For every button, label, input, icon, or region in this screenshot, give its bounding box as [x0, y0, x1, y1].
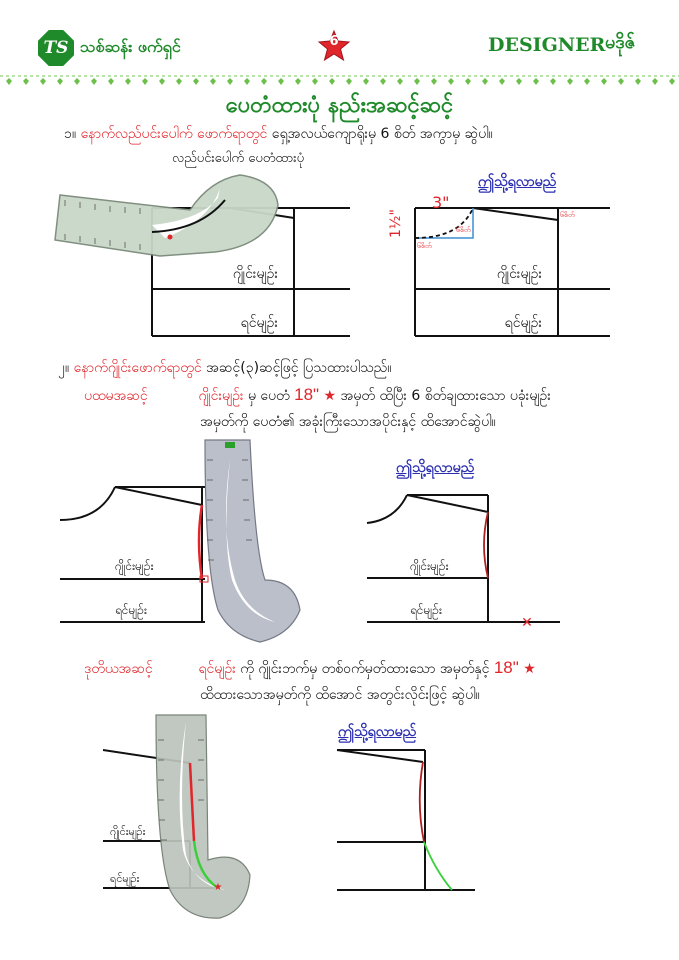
curved-ruler-icon: [204, 439, 301, 643]
chest-line-label: ဂျိုင်းမျဉ်း: [410, 558, 449, 576]
step2-highlight: နောက်ဂျိုင်းဖောက်ရာတွင်: [73, 360, 202, 376]
measure-depth-label: 1½": [388, 209, 404, 238]
step3-ruler-diagram: ★ ဂျိုင်းမျဉ်း ရင်မျဉ်း: [102, 714, 251, 919]
waist-line-label: ရင်မျဉ်း: [410, 602, 442, 620]
brand-name: DESIGNER: [488, 34, 606, 56]
chest-line-label: ဂျိုင်းမျဉ်း: [110, 825, 146, 840]
step1-ruler-diagram: ဂျိုင်းမျဉ်း ရင်မျဉ်း: [54, 174, 350, 337]
decorative-vine-border: [0, 75, 679, 85]
step3-result-caption: ဤသို့ရလာမည်: [338, 724, 417, 740]
step1-number: ၁။: [64, 126, 77, 142]
phase1-highlight: ဂျိုင်းမျဉ်း: [198, 388, 244, 404]
step3-phase2: ဒုတိယအဆင့် ရင်မျဉ်း ကို ဂျိုင်းဘက်မှ တစ်…: [84, 658, 536, 680]
phase1-text-b: အမှတ် ထိပြီး 6 စိတ်ချထားသော ပခုံးမျဉ်း: [340, 388, 551, 404]
step2-result-caption: ဤသို့ရလာမည်: [396, 460, 475, 476]
curved-ruler-icon: [155, 714, 251, 919]
waist-line-label: ရင်မျဉ်း: [505, 315, 543, 333]
waist-line-label: ရင်မျဉ်း: [115, 602, 147, 620]
phase2-highlight: ရင်မျဉ်း: [198, 661, 236, 677]
phase1-text-a: မှ ပေတံ: [247, 388, 290, 404]
step2-phase1: ပထမအဆင့် ဂျိုင်းမျဉ်း မှ ပေတံ 18" ★ အမှတ…: [84, 385, 551, 407]
logo-badge: TS: [38, 30, 74, 66]
step2-ruler-diagram: ဂျိုင်းမျဉ်း ရင်မျဉ်း: [59, 439, 301, 643]
step2-number: ၂။: [58, 360, 70, 376]
step1-result-diagram: 3" 1½" ၆စိတ် ၆စိတ် ၆စိတ် ဂျိုင်းမျဉ်း ရင…: [388, 193, 610, 337]
phase1-label: ပထမအဆင့်: [84, 388, 148, 404]
page-number-star-icon: [317, 29, 351, 62]
step3-result-diagram: [336, 749, 475, 891]
star-icon: ★: [523, 661, 536, 677]
phase2-label: ဒုတိယအဆင့်: [84, 661, 153, 677]
chest-line-label: ဂျိုင်းမျဉ်း: [497, 266, 543, 284]
step2-result-diagram: ✕ ဂျိုင်းမျဉ်း ရင်မျဉ်း: [366, 494, 560, 631]
step1-result-caption: ဤသို့ရလာမည်: [478, 174, 557, 190]
mark-small: ၆စိတ်: [417, 242, 432, 250]
waist-line-label: ရင်မျဉ်း: [110, 872, 140, 887]
chest-line-label: ဂျိုင်းမျဉ်း: [233, 266, 279, 284]
page-title: ပေတံထားပုံ နည်းအဆင့်ဆင့်: [225, 93, 454, 118]
step1-text: ရှေ့အလယ်ကျောရိုးမှ 6 စိတ် အကွာမှ ဆွဲပါ။: [271, 126, 493, 142]
step1-highlight: နောက်လည်ပင်းပေါက် ဖောက်ရာတွင်: [80, 126, 268, 142]
step1-ruler-caption: လည်ပင်းပေါက် ပေတံထားပုံ: [172, 151, 305, 166]
brand-suffix: မဒိုဇ်: [605, 32, 636, 53]
step1-heading: ၁။ နောက်လည်ပင်းပေါက် ဖောက်ရာတွင် ရှေ့အလယ…: [64, 124, 493, 145]
curved-ruler-icon: [54, 174, 279, 257]
phase2-text-a: ကို ဂျိုင်းဘက်မှ တစ်ဝက်မှတ်ထားသော အမှတ်န…: [240, 661, 490, 677]
cross-mark-icon: ✕: [521, 615, 533, 631]
chest-line-label: ဂျိုင်းမျဉ်း: [115, 558, 154, 576]
phase1-measure: 18": [294, 385, 320, 404]
waist-line-label: ရင်မျဉ်း: [241, 315, 279, 333]
phase2-measure: 18": [493, 658, 519, 677]
star-icon: ★: [214, 882, 223, 893]
mark-small: ၆စိတ်: [456, 226, 471, 234]
measure-width-label: 3": [432, 193, 450, 212]
step2-heading: ၂။ နောက်ဂျိုင်းဖောက်ရာတွင် အဆင့်(၃)ဆင့်ဖ…: [58, 358, 391, 379]
phase1-text-c: အမှတ်ကို ပေတံ၏ အခုံးကြီးသောအပိုင်းနှင့် …: [200, 414, 496, 430]
phase2-text-b: ထိထားသောအမှတ်ကို ထိအောင် အတွင်းလိုင်းဖြင…: [200, 687, 480, 703]
logo-text: သစ်ဆန်း ဖက်ရှင်: [80, 37, 181, 56]
mark-small: ၆စိတ်: [560, 211, 575, 219]
page-number: 6: [329, 34, 339, 49]
step2-text: အဆင့်(၃)ဆင့်ဖြင့် ပြသထားပါသည်။: [206, 360, 392, 376]
star-icon: ★: [323, 388, 337, 404]
